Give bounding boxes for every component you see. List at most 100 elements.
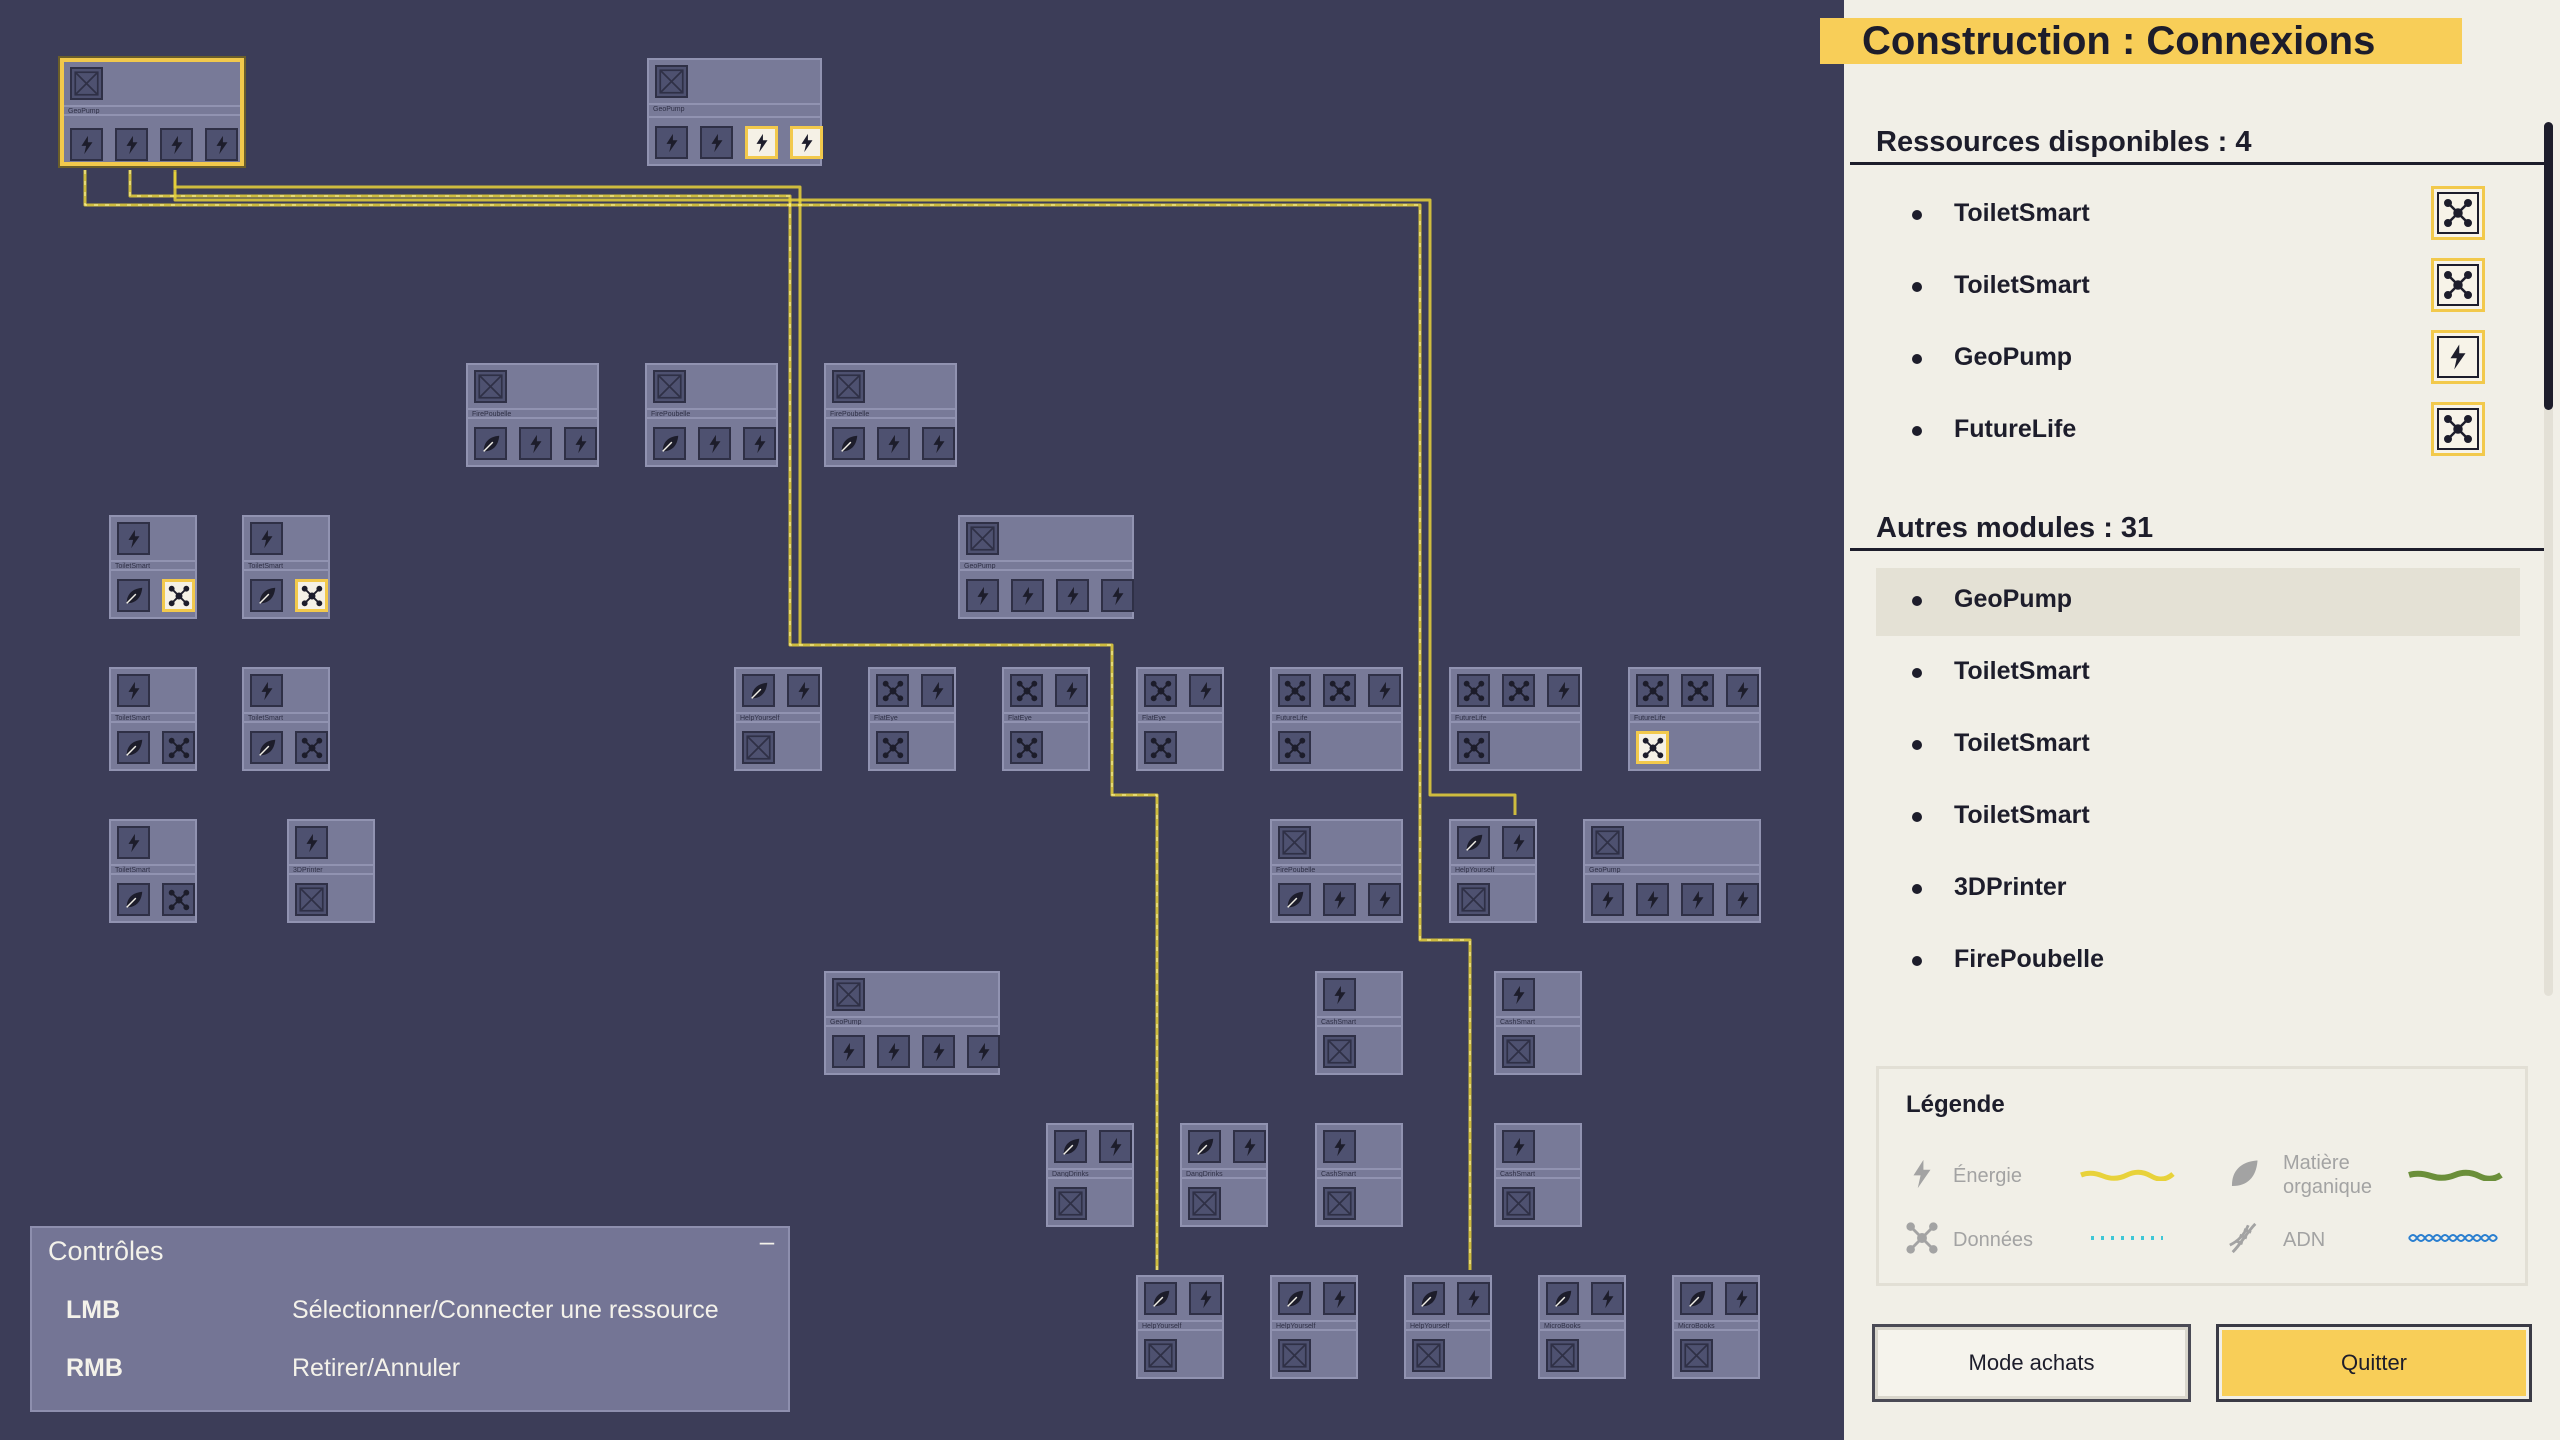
module-card-geopump[interactable]: GeoPump xyxy=(824,971,1000,1075)
slot-organic[interactable] xyxy=(1188,1130,1221,1163)
module-list-item[interactable]: 3DPrinter xyxy=(1876,856,2520,924)
slot-empty[interactable] xyxy=(295,883,328,916)
slot-energy[interactable] xyxy=(1056,579,1089,612)
slot-energy[interactable] xyxy=(1726,674,1759,707)
slot-data[interactable] xyxy=(876,731,909,764)
slot-empty[interactable] xyxy=(1054,1187,1087,1220)
slot-empty[interactable] xyxy=(70,67,103,100)
slot-energy[interactable] xyxy=(1457,1282,1490,1315)
slot-energy[interactable] xyxy=(117,826,150,859)
slot-organic[interactable] xyxy=(1278,1282,1311,1315)
slot-energy[interactable] xyxy=(1726,883,1759,916)
slot-energy[interactable] xyxy=(117,522,150,555)
slot-empty[interactable] xyxy=(1323,1187,1356,1220)
slot-energy[interactable] xyxy=(250,522,283,555)
module-card-flateye[interactable]: FlatEye xyxy=(1136,667,1224,771)
slot-organic[interactable] xyxy=(474,427,507,460)
slot-data[interactable] xyxy=(1144,731,1177,764)
slot-empty[interactable] xyxy=(1188,1187,1221,1220)
slot-energy[interactable] xyxy=(115,128,148,161)
resource-item[interactable]: ToiletSmart xyxy=(1876,254,2520,322)
module-list-item[interactable]: GeoPump xyxy=(1876,568,2520,636)
slot-energy[interactable] xyxy=(160,128,193,161)
slot-data[interactable] xyxy=(1457,731,1490,764)
slot-organic[interactable] xyxy=(117,731,150,764)
slot-energy[interactable] xyxy=(1323,1130,1356,1163)
slot-energy[interactable] xyxy=(1189,1282,1222,1315)
resource-type-button[interactable] xyxy=(2431,402,2485,456)
module-list-item[interactable]: ToiletSmart xyxy=(1876,712,2520,780)
module-card-futurelife[interactable]: FutureLife xyxy=(1449,667,1582,771)
module-card-cashsmart[interactable]: CashSmart xyxy=(1315,1123,1403,1227)
module-card-helpyourself[interactable]: HelpYourself xyxy=(1270,1275,1358,1379)
module-card-geopump[interactable]: GeoPump xyxy=(647,58,823,166)
slot-organic[interactable] xyxy=(117,883,150,916)
slot-energy[interactable] xyxy=(1101,579,1134,612)
module-list-item[interactable]: FirePoubelle xyxy=(1876,928,2520,996)
slot-energy[interactable] xyxy=(790,126,823,159)
module-card-cashsmart[interactable]: CashSmart xyxy=(1494,1123,1582,1227)
slot-energy[interactable] xyxy=(698,427,731,460)
slot-energy[interactable] xyxy=(655,126,688,159)
slot-data[interactable] xyxy=(1010,731,1043,764)
slot-empty[interactable] xyxy=(1144,1339,1177,1372)
slot-energy[interactable] xyxy=(1233,1130,1266,1163)
module-card-futurelife[interactable]: FutureLife xyxy=(1628,667,1761,771)
slot-energy[interactable] xyxy=(117,674,150,707)
slot-energy[interactable] xyxy=(922,427,955,460)
resource-item[interactable]: FutureLife xyxy=(1876,398,2520,466)
minimize-button[interactable]: – xyxy=(759,1226,775,1256)
slot-empty[interactable] xyxy=(1278,826,1311,859)
slot-organic[interactable] xyxy=(1546,1282,1579,1315)
slot-energy[interactable] xyxy=(700,126,733,159)
slot-organic[interactable] xyxy=(117,579,150,612)
module-card-microbooks[interactable]: MicroBooks xyxy=(1672,1275,1760,1379)
module-card-geopump[interactable]: GeoPump xyxy=(60,58,244,166)
slot-empty[interactable] xyxy=(653,370,686,403)
module-card-firepoubelle[interactable]: FirePoubelle xyxy=(1270,819,1403,923)
slot-energy[interactable] xyxy=(966,579,999,612)
slot-data[interactable] xyxy=(1323,674,1356,707)
slot-data[interactable] xyxy=(1681,674,1714,707)
slot-energy[interactable] xyxy=(877,1035,910,1068)
slot-empty[interactable] xyxy=(1546,1339,1579,1372)
slot-data[interactable] xyxy=(1144,674,1177,707)
slot-empty[interactable] xyxy=(966,522,999,555)
slot-energy[interactable] xyxy=(745,126,778,159)
shop-mode-button[interactable]: Mode achats xyxy=(1872,1324,2191,1402)
slot-energy[interactable] xyxy=(743,427,776,460)
module-card-toiletsmart[interactable]: ToiletSmart xyxy=(109,515,197,619)
module-card-toiletsmart[interactable]: ToiletSmart xyxy=(242,515,330,619)
slot-energy[interactable] xyxy=(922,1035,955,1068)
slot-organic[interactable] xyxy=(1680,1282,1713,1315)
slot-energy[interactable] xyxy=(519,427,552,460)
slot-energy[interactable] xyxy=(1636,883,1669,916)
slot-empty[interactable] xyxy=(1457,883,1490,916)
module-card-firepoubelle[interactable]: FirePoubelle xyxy=(645,363,778,467)
scrollbar-track[interactable] xyxy=(2544,122,2553,996)
slot-empty[interactable] xyxy=(1278,1339,1311,1372)
slot-data[interactable] xyxy=(1636,731,1669,764)
slot-empty[interactable] xyxy=(474,370,507,403)
slot-energy[interactable] xyxy=(1502,826,1535,859)
slot-empty[interactable] xyxy=(832,370,865,403)
slot-data[interactable] xyxy=(1457,674,1490,707)
slot-data[interactable] xyxy=(162,731,195,764)
slot-organic[interactable] xyxy=(1412,1282,1445,1315)
module-card-geopump[interactable]: GeoPump xyxy=(958,515,1134,619)
slot-energy[interactable] xyxy=(1189,674,1222,707)
slot-energy[interactable] xyxy=(1591,883,1624,916)
slot-empty[interactable] xyxy=(1412,1339,1445,1372)
slot-empty[interactable] xyxy=(742,731,775,764)
slot-empty[interactable] xyxy=(1502,1035,1535,1068)
module-card-3dprinter[interactable]: 3DPrinter xyxy=(287,819,375,923)
slot-energy[interactable] xyxy=(921,674,954,707)
module-card-dangdrinks[interactable]: DangDrinks xyxy=(1180,1123,1268,1227)
slot-energy[interactable] xyxy=(1323,883,1356,916)
module-list-item[interactable]: ToiletSmart xyxy=(1876,640,2520,708)
slot-energy[interactable] xyxy=(1502,978,1535,1011)
slot-energy[interactable] xyxy=(1055,674,1088,707)
slot-organic[interactable] xyxy=(250,579,283,612)
slot-data[interactable] xyxy=(1010,674,1043,707)
